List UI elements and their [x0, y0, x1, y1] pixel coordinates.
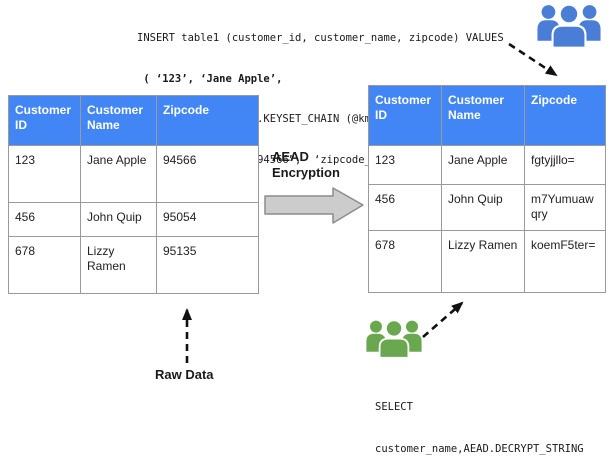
cell-customer-id: 456: [8, 202, 81, 237]
cell-customer-id: 456: [368, 184, 442, 231]
cell-zipcode-encrypted: m7Yumuawqry: [524, 184, 606, 231]
cell-customer-name: Jane Apple: [80, 145, 157, 203]
column-header: Customer ID: [8, 95, 81, 146]
table-row: 678 Lizzy Ramen 95135: [8, 236, 259, 294]
cell-zipcode-encrypted: fgtyjjllo=: [524, 145, 606, 185]
cell-zipcode: 95054: [156, 202, 259, 237]
raw-data-table: Customer ID Customer Name Zipcode 123 Ja…: [8, 95, 259, 294]
column-header: Customer Name: [441, 85, 525, 146]
cell-customer-name: John Quip: [80, 202, 157, 237]
cell-customer-id: 123: [368, 145, 442, 185]
table-header-row: Customer ID Customer Name Zipcode: [8, 95, 259, 146]
cell-customer-name: Jane Apple: [441, 145, 525, 185]
insert-sql-line-values: ( ‘123’, ‘Jane Apple’,: [137, 72, 283, 85]
select-sql-code: SELECT customer_name,AEAD.DECRYPT_STRING…: [375, 372, 584, 469]
cell-customer-id: 678: [368, 229, 442, 293]
cell-customer-name: Lizzy Ramen: [441, 229, 525, 293]
insert-sql-line: INSERT table1 (customer_id, customer_nam…: [137, 32, 504, 44]
table-row: 456 John Quip 95054: [8, 202, 259, 237]
select-sql-line: customer_name,AEAD.DECRYPT_STRING: [375, 443, 584, 455]
table-row: 678 Lizzy Ramen koemF5ter=: [368, 229, 606, 293]
column-header: Customer ID: [368, 85, 442, 146]
cell-customer-id: 678: [8, 236, 81, 294]
cell-zipcode: 94566: [156, 145, 259, 203]
table-row: 123 Jane Apple 94566: [8, 145, 259, 203]
cell-zipcode: 95135: [156, 236, 259, 294]
people-group-icon: [536, 3, 602, 49]
dashed-arrow-select-to-table: [422, 301, 464, 338]
encrypted-data-table: Customer ID Customer Name Zipcode 123 Ja…: [368, 85, 606, 293]
people-group-icon: [365, 319, 423, 359]
table-row: 123 Jane Apple fgtyjjllo=: [368, 145, 606, 185]
cell-customer-id: 123: [8, 145, 81, 203]
table-row: 456 John Quip m7Yumuawqry: [368, 184, 606, 231]
cell-customer-name: Lizzy Ramen: [80, 236, 157, 294]
cell-zipcode-encrypted: koemF5ter=: [524, 229, 606, 293]
table-header-row: Customer ID Customer Name Zipcode: [368, 85, 606, 146]
raw-data-label: Raw Data: [155, 367, 214, 382]
column-header: Customer Name: [80, 95, 157, 146]
aead-encryption-label: AEAD Encryption: [272, 149, 340, 180]
select-sql-line: SELECT: [375, 401, 413, 413]
column-header: Zipcode: [524, 85, 606, 146]
cell-customer-name: John Quip: [441, 184, 525, 231]
column-header: Zipcode: [156, 95, 259, 146]
